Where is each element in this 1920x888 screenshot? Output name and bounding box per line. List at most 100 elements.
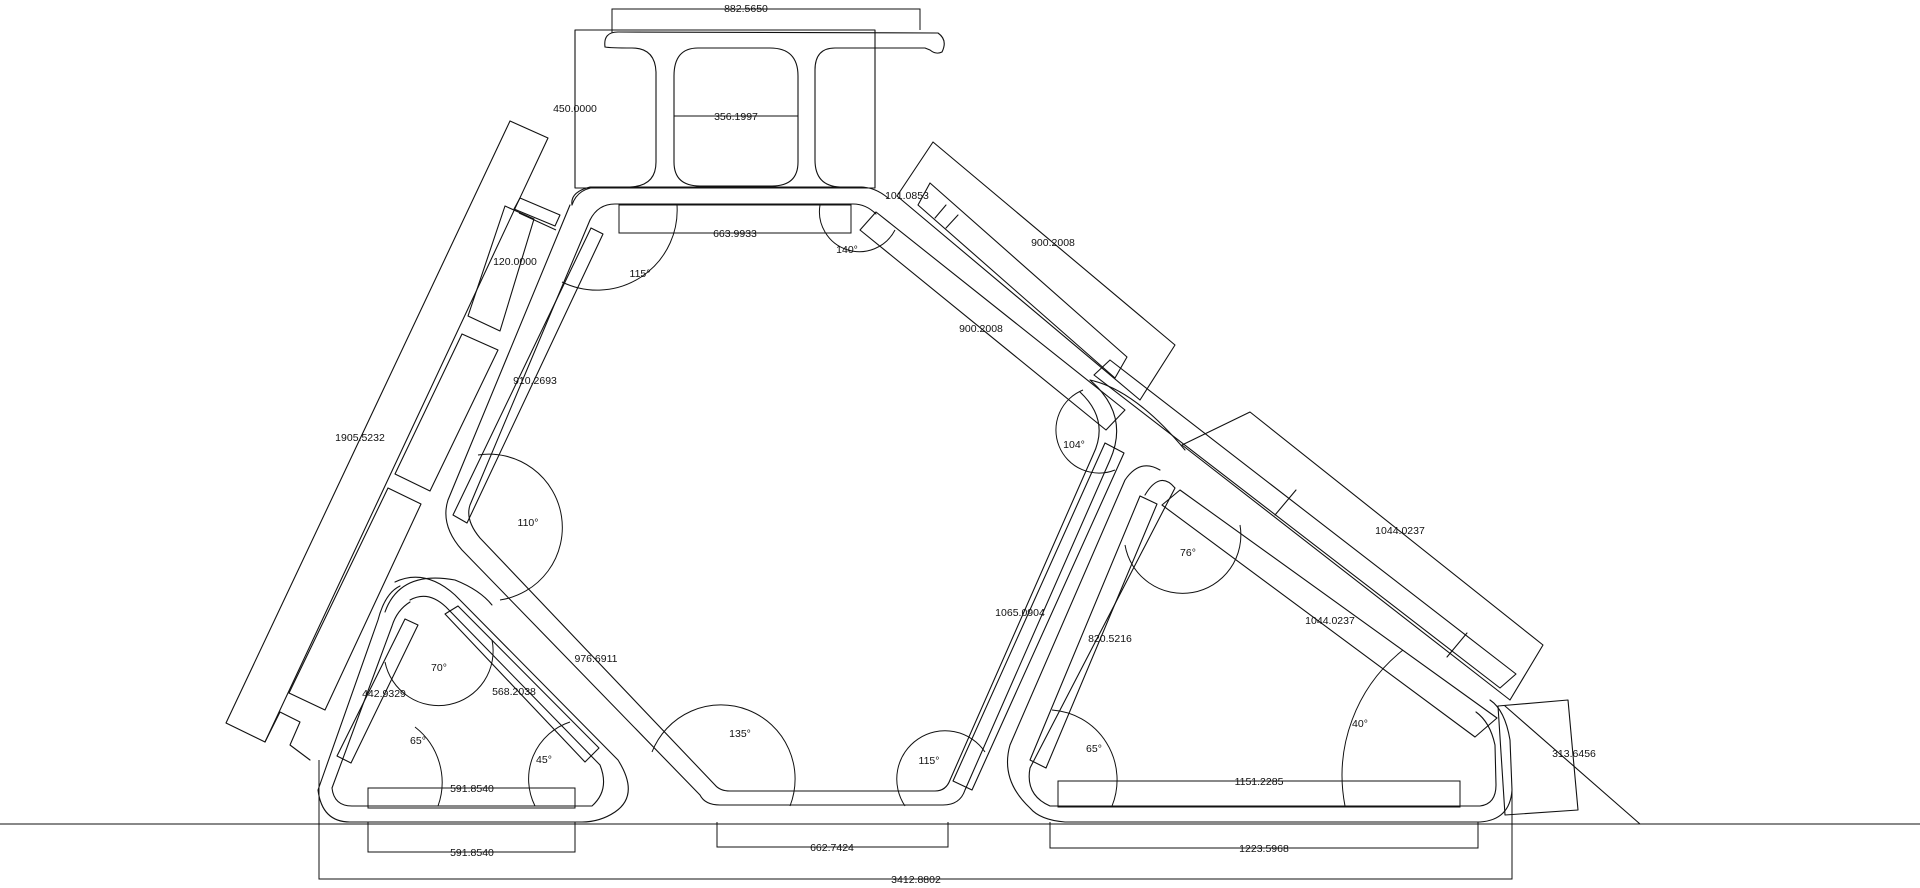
angle-140: 140° xyxy=(836,244,858,256)
right-vertical-slot xyxy=(952,442,1125,791)
angle-135: 135° xyxy=(729,728,751,740)
left-outer-member xyxy=(225,120,561,761)
angle-65-left: 65° xyxy=(410,735,426,747)
dimension-labels: 882.5650 450.0000 356.1997 663.9933 101.… xyxy=(335,3,1596,886)
left-offset-block xyxy=(513,197,561,227)
left-outer-window-1 xyxy=(467,205,535,332)
upper-member-outer xyxy=(571,186,889,206)
dim-left-leg-offset: 120.0000 xyxy=(493,256,537,268)
right-tip-block xyxy=(1497,699,1579,816)
dim-overall-width: 3412.8802 xyxy=(891,874,941,886)
arc-76 xyxy=(1124,524,1242,594)
angle-arcs xyxy=(384,204,1404,807)
arc-135 xyxy=(651,704,796,807)
dim-lower-right-inner: 1044.0237 xyxy=(1305,615,1355,627)
lower-right-band xyxy=(1093,359,1517,689)
right-tip-ray xyxy=(1504,705,1641,825)
left-lower-tab xyxy=(264,711,311,761)
upper-right-band xyxy=(917,182,1128,379)
overall-width-dim xyxy=(318,760,1513,880)
dim-right-inner-member: 820.5216 xyxy=(1088,633,1132,645)
lower-right-inner-slab xyxy=(1161,489,1498,738)
inner-cell xyxy=(673,47,799,187)
arc-115-bottom xyxy=(896,730,986,807)
upper-right-stub-2 xyxy=(945,214,959,229)
dim-small-left-member: 442.9329 xyxy=(362,688,406,700)
top-flange xyxy=(604,31,945,188)
lower-right-members xyxy=(1089,359,1544,738)
dim-bottom-mid: 662.7424 xyxy=(810,842,854,854)
left-outer-window-2 xyxy=(394,333,499,492)
dim-small-diagonal: 568.2038 xyxy=(492,686,536,698)
lower-right-stub-1 xyxy=(1274,489,1297,516)
bottom-left-inner xyxy=(331,595,605,807)
right-bottom-frame xyxy=(952,442,1641,825)
small-left-slot xyxy=(336,618,419,764)
top-beam-bounding-rect xyxy=(574,29,876,189)
dim-lower-right-outer: 1044.0237 xyxy=(1375,525,1425,537)
arc-110 xyxy=(477,453,563,601)
upper-right-stub-1 xyxy=(934,204,947,219)
dim-left-inner-member: 910.2693 xyxy=(513,375,557,387)
angle-76: 76° xyxy=(1180,547,1196,559)
left-loop-arc xyxy=(384,577,493,613)
bottom-left-outer-dim xyxy=(367,822,576,853)
left-inner-outline-outer xyxy=(445,204,1118,806)
arc-65-left xyxy=(414,726,443,807)
dim-bottom-left-inner: 591.8540 xyxy=(450,783,494,795)
lower-right-outer-slab xyxy=(1181,411,1544,701)
dim-top-flange-width: 882.5650 xyxy=(724,3,768,15)
dim-bottom-left-outer: 591.8540 xyxy=(450,847,494,859)
left-inner-slot xyxy=(452,227,604,524)
right-inner-slot xyxy=(1029,495,1158,769)
arc-45 xyxy=(528,721,571,807)
bottom-mid-dim xyxy=(716,822,949,848)
arc-65-right xyxy=(1051,709,1118,807)
upper-span-dim xyxy=(618,204,852,234)
right-frame-outer xyxy=(1006,465,1513,823)
dim-bottom-right-inner: 1151.2285 xyxy=(1235,776,1284,788)
upper-right-members xyxy=(859,141,1176,431)
top-i-beam xyxy=(571,29,945,206)
dim-inner-cell-width: 356.1997 xyxy=(714,111,758,123)
dimension-lines xyxy=(318,8,1513,880)
angle-70: 70° xyxy=(431,662,447,674)
bottom-right-outer-dim xyxy=(1049,822,1479,849)
left-outer-window-3 xyxy=(288,487,422,711)
angle-65-right: 65° xyxy=(1086,743,1102,755)
dim-upper-right-inner: 900.2008 xyxy=(959,323,1003,335)
right-frame-inner xyxy=(1028,479,1497,807)
dim-upper-span: 663.9933 xyxy=(713,228,757,240)
lower-right-stub-2 xyxy=(1446,632,1468,658)
small-diagonal-slot xyxy=(444,605,600,763)
arc-40 xyxy=(1341,649,1404,807)
dim-right-tip: 313.6456 xyxy=(1552,748,1596,760)
left-inner-member xyxy=(445,204,1118,806)
dim-left-outer-member: 1905.5232 xyxy=(335,432,385,444)
angle-115-top: 115° xyxy=(630,268,651,280)
arc-140 xyxy=(818,204,896,253)
angle-40: 40° xyxy=(1352,718,1368,730)
left-inner-outline-inner xyxy=(468,219,1100,792)
angle-110: 110° xyxy=(518,517,539,529)
upper-right-inner-slab xyxy=(859,211,1126,431)
arc-70 xyxy=(384,639,494,707)
lower-right-connector xyxy=(1089,379,1186,451)
bottom-left-inner-dim xyxy=(367,787,576,809)
angle-104: 104° xyxy=(1063,439,1085,451)
dim-web-height: 450.0000 xyxy=(553,103,597,115)
upper-right-outer-slab xyxy=(896,141,1176,401)
angle-45: 45° xyxy=(536,754,552,766)
upper-member xyxy=(571,186,889,234)
dim-upper-right-outer: 900.2008 xyxy=(1031,237,1075,249)
dim-upper-gap: 101.0853 xyxy=(885,190,929,202)
arc-115-top xyxy=(561,204,678,291)
bottom-right-inner-dim xyxy=(1057,780,1461,808)
dim-right-vertical: 1065.0904 xyxy=(995,607,1045,619)
bottom-left-outer xyxy=(317,576,629,823)
bottom-left-frame xyxy=(317,576,629,823)
dim-bottom-right-outer: 1223.5968 xyxy=(1239,843,1289,855)
left-leg-offset-dim xyxy=(518,212,557,231)
